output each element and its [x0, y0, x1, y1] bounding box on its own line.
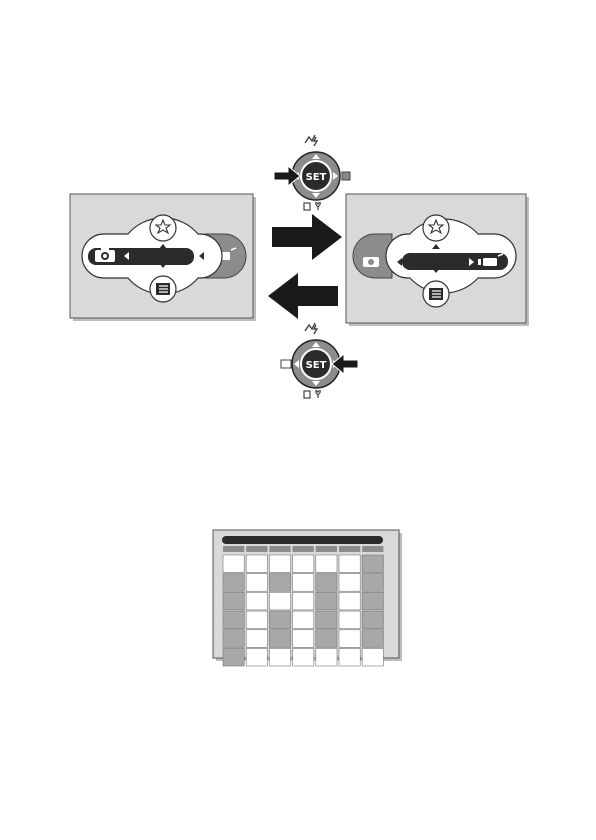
arrow-left: [268, 273, 338, 319]
calendar-day-cell[interactable]: [316, 649, 337, 667]
calendar-day-cell[interactable]: [223, 592, 244, 610]
calendar-weekday-header: [223, 546, 244, 552]
calendar-day-cell[interactable]: [269, 611, 290, 629]
calendar-day-cell[interactable]: [362, 649, 383, 667]
calendar-weekday-header: [293, 546, 314, 552]
calendar-day-cell[interactable]: [362, 555, 383, 573]
macro-icon: [304, 391, 320, 398]
flash-icon: [305, 135, 317, 146]
calendar-weekday-header: [269, 546, 290, 552]
calendar-day-cell[interactable]: [293, 592, 314, 610]
calendar-day-cell[interactable]: [362, 592, 383, 610]
exposure-icon: [342, 172, 350, 180]
calendar-day-cell[interactable]: [293, 649, 314, 667]
menu-icon: [429, 288, 443, 300]
calendar-day-cell[interactable]: [339, 630, 360, 648]
calendar-day-cell[interactable]: [316, 592, 337, 610]
calendar-day-cell[interactable]: [246, 555, 267, 573]
calendar-day-cell[interactable]: [339, 574, 360, 592]
calendar-day-cell[interactable]: [293, 611, 314, 629]
macro-icon: [304, 203, 320, 210]
calendar-weekday-header: [316, 546, 337, 552]
calendar-day-cell[interactable]: [293, 555, 314, 573]
calendar-weekday-header: [339, 546, 360, 552]
calendar-day-cell[interactable]: [339, 649, 360, 667]
calendar-day-cell[interactable]: [269, 555, 290, 573]
calendar-day-cell[interactable]: [223, 574, 244, 592]
calendar-day-cell[interactable]: [246, 611, 267, 629]
calendar-screen: [213, 530, 402, 666]
calendar-day-cell[interactable]: [339, 592, 360, 610]
panel-right: [346, 194, 529, 326]
calendar-day-cell[interactable]: [316, 611, 337, 629]
calendar-day-cell[interactable]: [269, 592, 290, 610]
calendar-day-cell[interactable]: [246, 630, 267, 648]
calendar-day-cell[interactable]: [269, 630, 290, 648]
calendar-day-cell[interactable]: [246, 649, 267, 667]
arrow-right: [272, 214, 342, 260]
calendar-day-cell[interactable]: [269, 574, 290, 592]
calendar-day-cell[interactable]: [223, 630, 244, 648]
camera-icon: [363, 257, 379, 267]
menu-icon: [156, 283, 170, 295]
calendar-day-cell[interactable]: [362, 630, 383, 648]
calendar-weekday-header: [362, 546, 383, 552]
calendar-day-cell[interactable]: [339, 555, 360, 573]
calendar-day-cell[interactable]: [293, 574, 314, 592]
calendar-day-cell[interactable]: [223, 649, 244, 667]
dial-set-label: SET: [306, 172, 327, 183]
calendar-weekday-header: [246, 546, 267, 552]
dial-top: SET: [274, 135, 350, 210]
dial-bottom: SET: [281, 323, 358, 398]
calendar-day-cell[interactable]: [362, 611, 383, 629]
dial-set-label: SET: [306, 360, 327, 371]
calendar-day-cell[interactable]: [339, 611, 360, 629]
calendar-day-cell[interactable]: [316, 630, 337, 648]
calendar-day-cell[interactable]: [246, 574, 267, 592]
calendar-day-cell[interactable]: [223, 555, 244, 573]
calendar-day-cell[interactable]: [223, 611, 244, 629]
calendar-day-cell[interactable]: [362, 574, 383, 592]
calendar-day-cell[interactable]: [316, 555, 337, 573]
flash-icon: [305, 323, 317, 334]
display-icon: [281, 360, 291, 368]
panel-left: [70, 194, 256, 321]
calendar-day-cell[interactable]: [316, 574, 337, 592]
calendar-day-cell[interactable]: [269, 649, 290, 667]
calendar-day-cell[interactable]: [246, 592, 267, 610]
calendar-day-cell[interactable]: [293, 630, 314, 648]
